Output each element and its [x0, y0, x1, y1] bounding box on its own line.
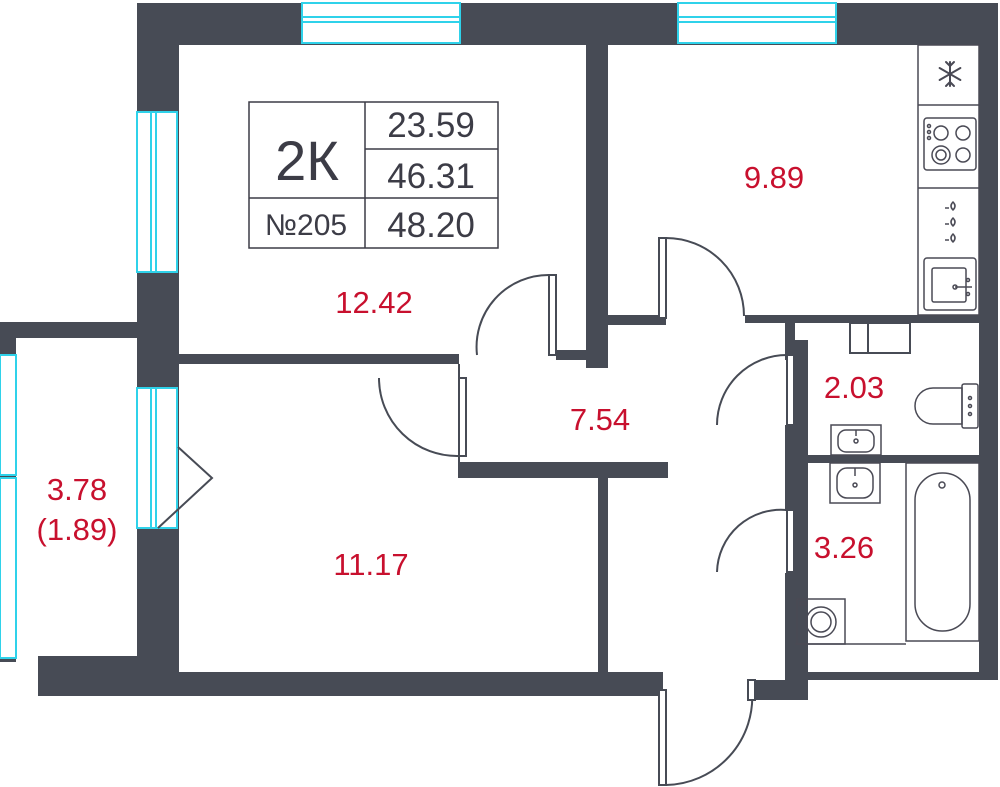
wall-bath-bottom [785, 672, 998, 680]
door-kitchen [665, 237, 745, 317]
room-area-bathroom: 3.26 [814, 530, 874, 565]
balcony-wall-bottom [38, 656, 179, 696]
wall-bath-left [785, 463, 795, 511]
room-area-living: 11.17 [333, 547, 408, 582]
wall-right [979, 3, 998, 358]
wall-top [137, 3, 998, 45]
door-bath [716, 508, 788, 573]
wall-kitchen-bottom-right [745, 315, 998, 323]
kitchen-fixtures [917, 44, 980, 316]
bathtub-icon [905, 462, 980, 642]
wall-bath-left-lower [785, 573, 795, 680]
wall-stub-bedroom [556, 350, 586, 360]
room-area-kitchen: 9.89 [744, 160, 804, 195]
wall-hall-living [458, 462, 668, 478]
wall-bedroom-living [179, 354, 459, 364]
info-box: 2К №205 23.59 46.31 48.20 [248, 101, 499, 249]
kitchen-counter [917, 44, 980, 316]
wall-toilet-bath [785, 455, 998, 463]
walls [0, 3, 998, 700]
doors [157, 237, 795, 786]
windows [0, 2, 837, 659]
bath-sink-icon [829, 462, 881, 504]
snowflake-icon [938, 61, 962, 87]
total-area-value: 46.31 [387, 157, 475, 196]
stove-icon [923, 117, 977, 171]
room-area-bedroom: 12.42 [335, 285, 413, 320]
apartment-number: №205 [265, 209, 347, 242]
door-balcony [157, 446, 214, 529]
door-living [378, 377, 460, 458]
wall-toilet-left [785, 323, 795, 360]
sink-icon [923, 257, 977, 311]
room-area-balcony-reduced: (1.89) [37, 512, 118, 547]
wall-kitchen-bottom [608, 315, 666, 325]
wall-bottom [137, 672, 663, 696]
toilet-icon [914, 383, 979, 429]
window-balcony-upper [0, 354, 17, 476]
wall-bath-right [979, 323, 998, 680]
wall-living-hall-vert [598, 478, 608, 672]
bath-fixtures [795, 462, 980, 645]
door-bedroom [475, 273, 550, 356]
water-drops-icon [945, 200, 956, 244]
partition-outlines [458, 322, 911, 470]
living-area-value: 23.59 [387, 106, 475, 145]
toilet-sink-icon [830, 424, 882, 456]
room-areas: 12.42 9.89 7.54 2.03 3.26 11.17 3.78 (1.… [37, 160, 885, 582]
door-entrance [665, 689, 754, 786]
wall-bottom-right [755, 680, 808, 700]
wall-toilet-left-lower [785, 425, 795, 465]
wall-bedroom-kitchen [586, 3, 608, 368]
toilet-fixtures [830, 383, 979, 456]
window-balcony-lower [0, 477, 17, 659]
room-area-toilet: 2.03 [824, 370, 884, 405]
door-toilet [716, 354, 788, 426]
room-area-balcony: 3.78 [47, 472, 107, 507]
balcony-wall-top [0, 322, 179, 338]
room-area-hall: 7.54 [570, 402, 630, 437]
total-with-balcony-value: 48.20 [387, 206, 475, 245]
apartment-type: 2К [275, 129, 339, 192]
